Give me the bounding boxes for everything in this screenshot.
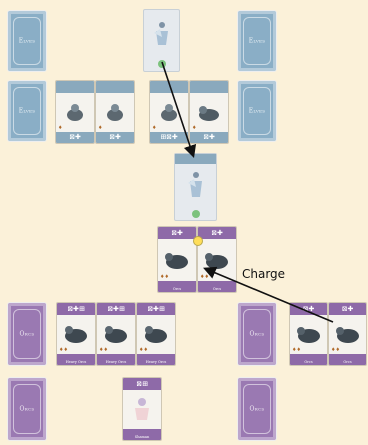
card-name: Orcs [290, 360, 327, 364]
card-footer: ⊠✚ [96, 132, 134, 143]
orc-unit-card-right-2[interactable]: ⊠✚ ♦♦ Orcs [328, 302, 367, 366]
card-name: Heavy Orcs [57, 360, 95, 364]
card-header: ⊠✚ [290, 303, 327, 315]
target-token-icon [193, 236, 203, 246]
orc-deck-right-1[interactable]: Orcs [237, 302, 277, 366]
attack-stat: ♦ [152, 125, 156, 131]
elf-warrior-icon [104, 101, 126, 123]
card-footer: Shaman [123, 429, 161, 440]
card-footer: Orcs [329, 354, 366, 365]
card-header: ⊠✚⊞ [97, 303, 135, 315]
elf-warrior-icon [64, 101, 86, 123]
elf-deck-top-right[interactable]: Elves [237, 10, 277, 72]
deck-label: Elves [238, 108, 276, 115]
elf-scout-card-center[interactable] [174, 153, 217, 221]
elf-deck-top-left[interactable]: Elves [7, 10, 47, 72]
orc-beast-icon [296, 324, 322, 344]
deck-label: Elves [8, 38, 46, 45]
card-footer: Heavy Orcs [137, 354, 175, 365]
heavy-orc-card-3[interactable]: ⊠✚⊞ ♦♦ Heavy Orcs [136, 302, 176, 366]
elf-warrior-icon [158, 101, 180, 123]
elf-unit-card-1[interactable]: ♦ ⊠✚ [55, 80, 95, 144]
orc-deck-left-2[interactable]: Orcs [7, 377, 47, 441]
elf-deck-mid-left[interactable]: Elves [7, 80, 47, 142]
card-header [56, 81, 94, 93]
card-footer: ⊠✚ [56, 132, 94, 143]
heavy-orc-card-1[interactable]: ⊠✚⊞ ♦♦ Heavy Orcs [56, 302, 96, 366]
card-footer: ⊞⊠✚ [150, 132, 188, 143]
card-footer: Heavy Orcs [97, 354, 135, 365]
heavy-orc-icon [63, 323, 89, 345]
elf-unit-card-4[interactable]: ♦ ⊠✚ [189, 80, 229, 144]
orc-beast-icon [164, 250, 190, 270]
orc-unit-card-center-1[interactable]: ⊠✚ ♦♦ Orcs [157, 226, 197, 293]
deck-label: Orcs [238, 331, 276, 338]
attack-stat: ♦ [192, 125, 196, 131]
heavy-orc-card-2[interactable]: ⊠✚⊞ ♦♦ Heavy Orcs [96, 302, 136, 366]
elf-figure-icon [183, 169, 209, 205]
card-name: Heavy Orcs [97, 360, 135, 364]
token-icon [158, 60, 166, 68]
elf-beast-icon [197, 101, 221, 123]
attack-stat: ♦♦ [292, 347, 301, 353]
shaman-icon [131, 396, 153, 422]
attack-stat: ♦♦ [331, 347, 340, 353]
card-header: ⊠✚⊞ [137, 303, 175, 315]
attack-stat: ♦♦ [99, 347, 108, 353]
card-header: ⊠✚⊞ [57, 303, 95, 315]
orc-unit-card-right-1[interactable]: ⊠✚ ♦♦ Orcs [289, 302, 328, 366]
orc-unit-card-center-2[interactable]: ⊠✚ ♦♦ Orcs [197, 226, 237, 293]
orc-deck-left-1[interactable]: Orcs [7, 302, 47, 366]
attack-stat: ♦♦ [59, 347, 68, 353]
heavy-orc-icon [143, 323, 169, 345]
card-footer: Heavy Orcs [57, 354, 95, 365]
token-icon [192, 210, 200, 218]
shaman-card[interactable]: ⊠⊞ Shaman [122, 377, 162, 441]
elf-unit-card-2[interactable]: ♦ ⊠✚ [95, 80, 135, 144]
elf-unit-card-3[interactable]: ♦ ⊞⊠✚ [149, 80, 189, 144]
card-header: ⊠✚ [158, 227, 196, 239]
card-header [190, 81, 228, 93]
card-footer: Orcs [290, 354, 327, 365]
deck-label: Orcs [8, 406, 46, 413]
attack-stat: ♦ [58, 125, 62, 131]
card-header [175, 154, 216, 164]
card-name: Orcs [158, 287, 196, 291]
attack-stat: ♦♦ [160, 274, 169, 280]
card-footer: ⊠✚ [190, 132, 228, 143]
attack-stat: ♦♦ [200, 274, 209, 280]
orc-beast-icon [204, 250, 230, 270]
charge-label: Charge [242, 267, 285, 281]
deck-label: Orcs [238, 406, 276, 413]
card-header: ⊠✚ [329, 303, 366, 315]
deck-label: Elves [8, 108, 46, 115]
card-footer: Orcs [158, 281, 196, 292]
orc-deck-right-2[interactable]: Orcs [237, 377, 277, 441]
heavy-orc-icon [103, 323, 129, 345]
card-footer: Orcs [198, 281, 236, 292]
card-header [150, 81, 188, 93]
deck-label: Orcs [8, 331, 46, 338]
card-name: Heavy Orcs [137, 360, 175, 364]
elf-figure-icon [150, 19, 174, 55]
orc-beast-icon [335, 324, 361, 344]
elf-scout-card-top[interactable] [143, 9, 180, 72]
deck-label: Elves [238, 38, 276, 45]
card-name: Orcs [198, 287, 236, 291]
attack-stat: ♦♦ [139, 347, 148, 353]
card-header: ⊠⊞ [123, 378, 161, 390]
card-name: Orcs [329, 360, 366, 364]
card-header: ⊠✚ [198, 227, 236, 239]
card-header [96, 81, 134, 93]
card-name: Shaman [123, 435, 161, 439]
elf-deck-mid-right[interactable]: Elves [237, 80, 277, 142]
attack-stat: ♦ [98, 125, 102, 131]
